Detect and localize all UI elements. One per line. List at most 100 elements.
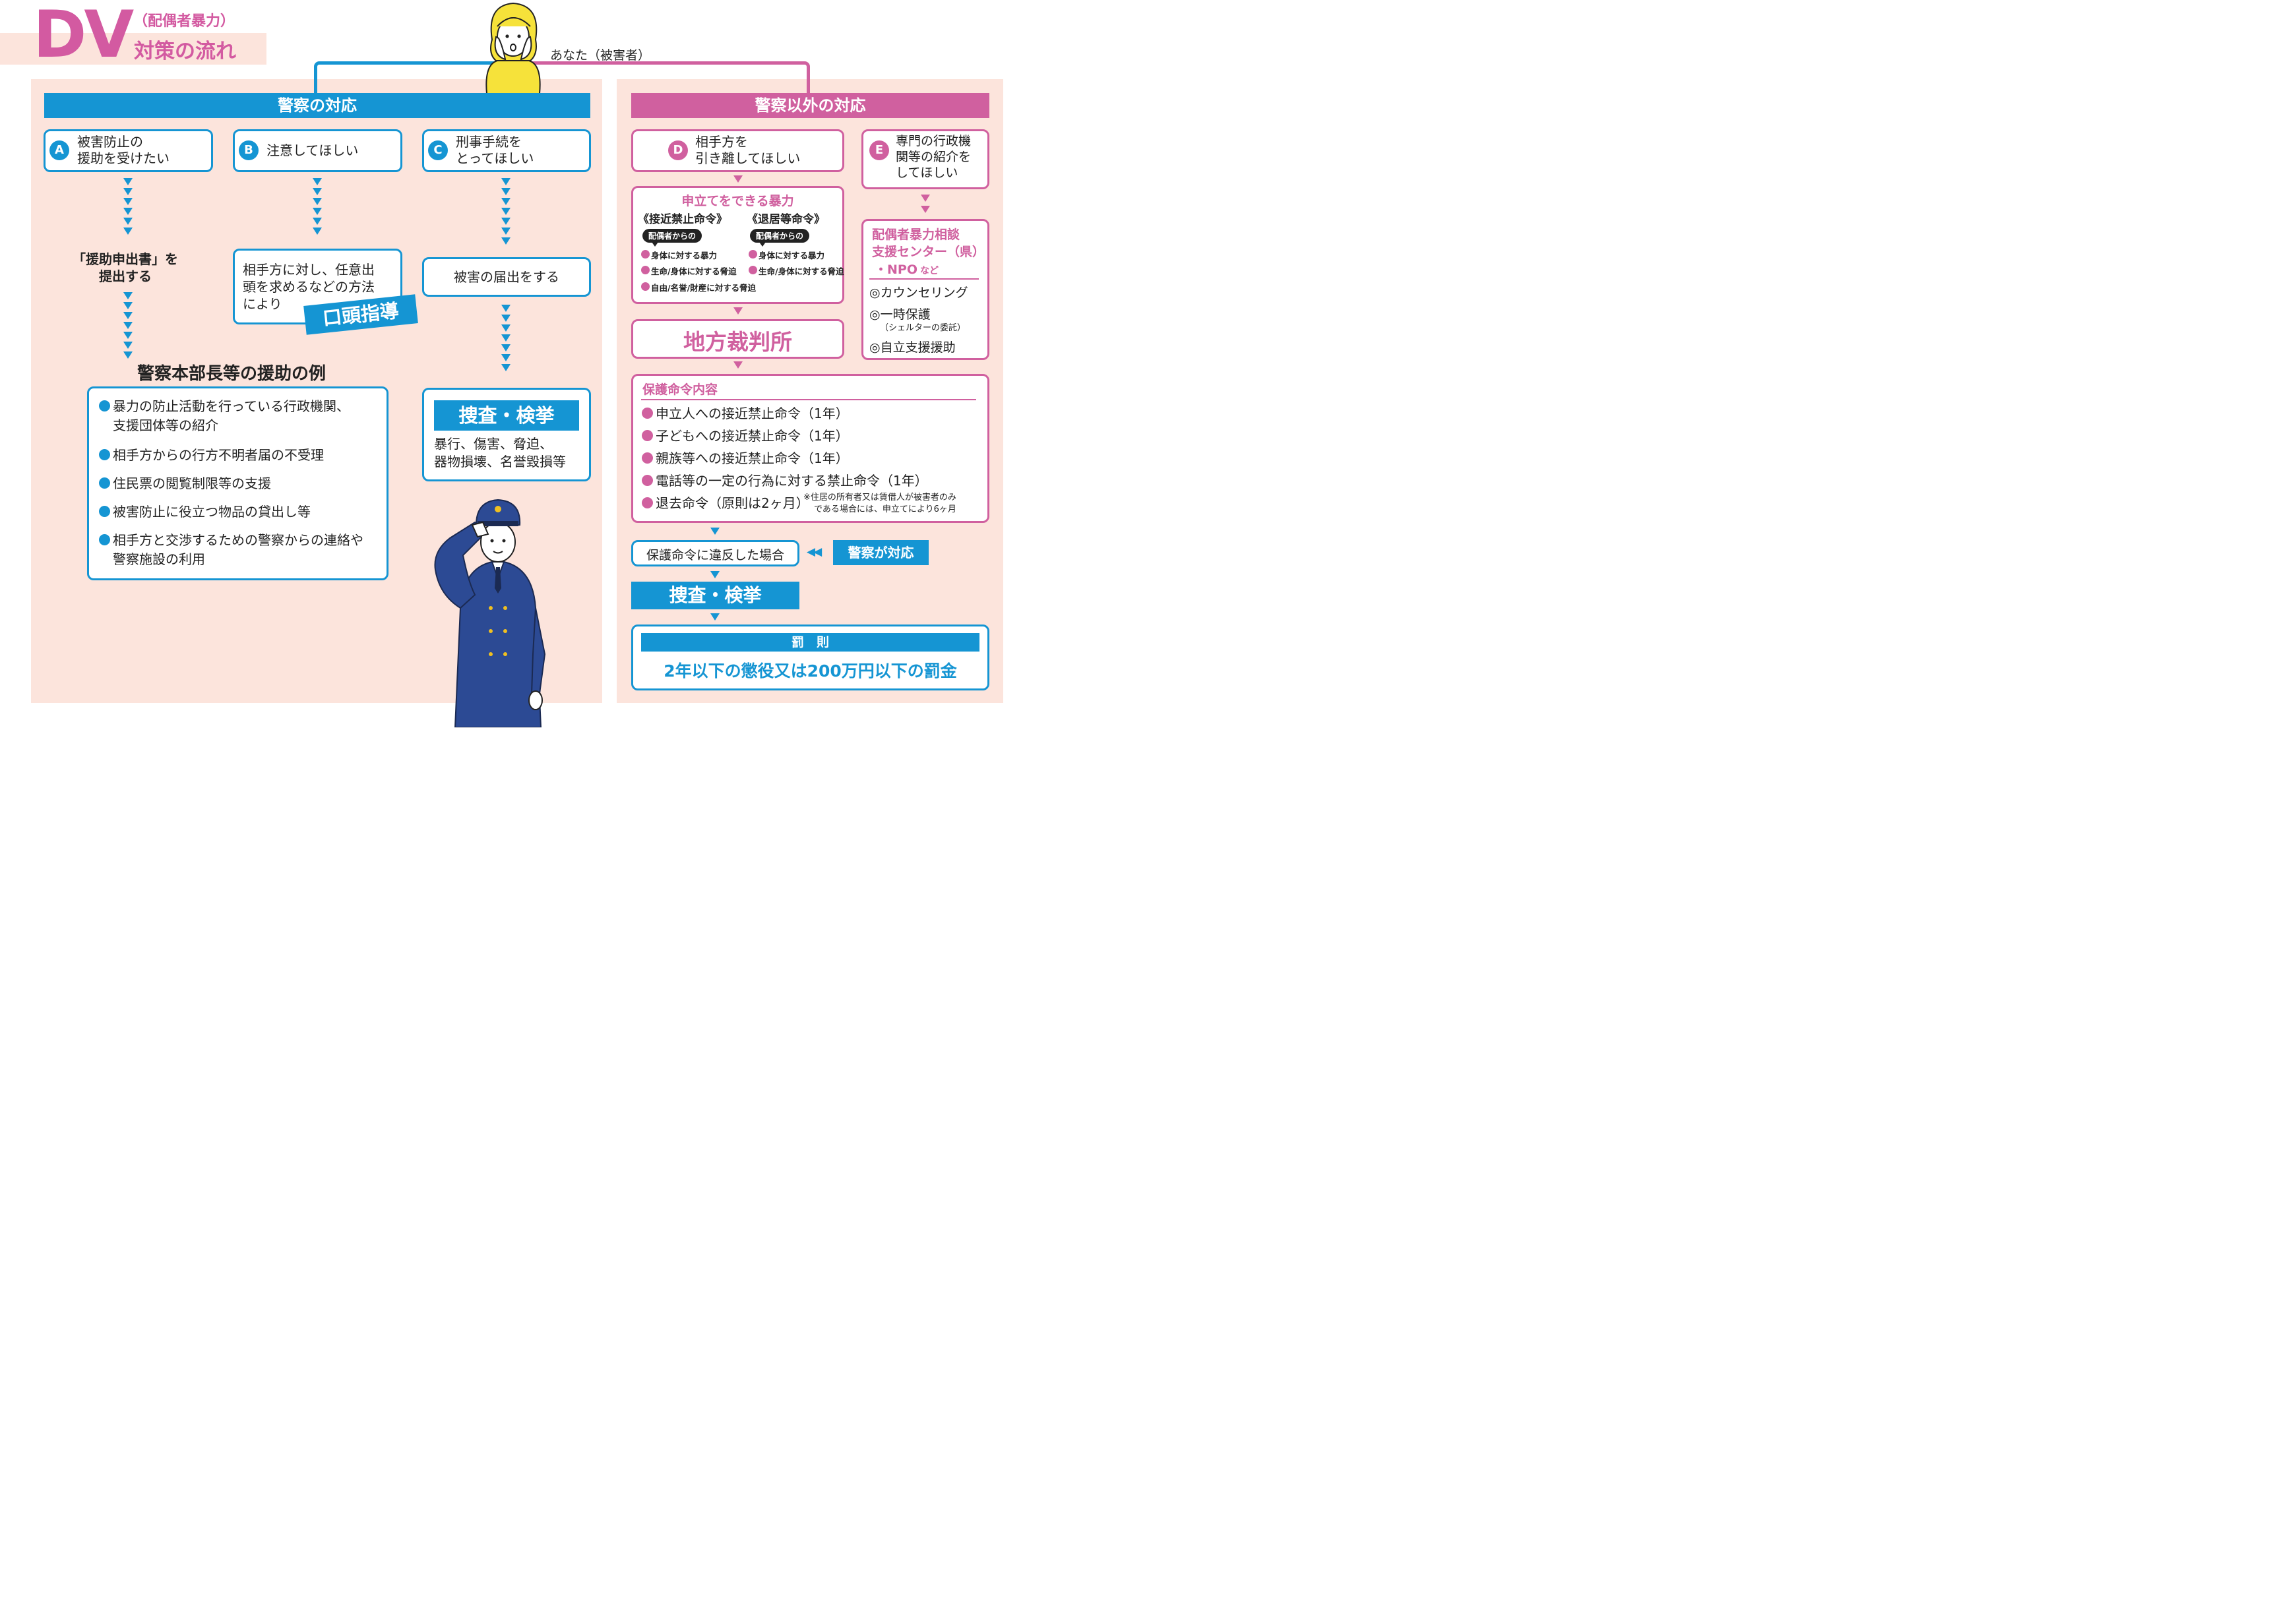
support-center-box	[861, 219, 989, 360]
down-arrow-icon	[501, 305, 511, 312]
badge-b: B	[239, 140, 259, 160]
option-d-box	[631, 129, 844, 172]
victim-label: あなた（被害者）	[550, 48, 651, 63]
down-arrow-icon	[123, 312, 133, 319]
down-arrow-icon	[313, 178, 322, 185]
approach-item-1: 身体に対する暴力	[641, 247, 717, 264]
arrow-e-center-2	[921, 206, 930, 213]
protect-item-5: 退去命令（原則は2ヶ月）	[642, 494, 809, 513]
badge-e: E	[869, 140, 889, 160]
violation-box	[631, 540, 799, 566]
victim-illustration	[485, 2, 541, 94]
protect-item-3: 親族等への接近禁止命令（1年）	[642, 449, 849, 468]
arrow-court-protect	[733, 361, 743, 369]
title-band	[0, 33, 266, 65]
down-arrow-icon	[123, 218, 133, 225]
down-arrow-icon	[501, 315, 511, 322]
c-step-box	[422, 257, 591, 297]
assist-item-5: 相手方と交渉するための警察からの連絡や 警察施設の利用	[99, 531, 363, 569]
connector-blue	[314, 61, 525, 94]
down-arrow-icon	[123, 292, 133, 299]
title-sub-flow: 対策の流れ	[134, 40, 236, 63]
badge-d: D	[668, 140, 688, 160]
support-item-2: ◎一時保護	[869, 307, 931, 322]
option-b-text: 注意してほしい	[266, 142, 359, 158]
down-arrow-icon	[501, 354, 511, 361]
residence-item-1: 身体に対する暴力	[749, 247, 824, 264]
title-dv: DV	[33, 0, 134, 73]
down-arrow-icon	[123, 342, 133, 349]
protect-item-1: 申立人への接近禁止命令（1年）	[642, 404, 849, 423]
support-item-1: ◎カウンセリング	[869, 286, 968, 300]
option-e-text: 専門の行政機 関等の紹介を してほしい	[896, 134, 972, 180]
residence-order-title: 《退居等命令》	[747, 213, 825, 226]
down-arrow-icon	[313, 198, 322, 205]
down-arrow-icon	[123, 208, 133, 215]
down-arrow-icon	[501, 188, 511, 195]
approach-from-spouse: 配偶者からの	[642, 229, 702, 247]
down-arrow-icon	[123, 302, 133, 309]
protect-note: ※住居の所有者又は賃借人が被害者のみ である場合には、申立てにより6ヶ月	[803, 493, 956, 514]
violence-box	[631, 186, 844, 304]
violation-text: 保護命令に違反した場合	[646, 548, 784, 563]
down-arrow-icon	[501, 208, 511, 215]
down-arrow-icon	[313, 188, 322, 195]
penalty-title: 罰 則	[641, 633, 979, 652]
option-a-text: 被害防止の 援助を受けたい	[77, 134, 170, 166]
arrow-e-center-1	[921, 195, 930, 202]
protect-rule	[641, 399, 976, 400]
shelter-note: （シェルターの委託）	[880, 323, 966, 333]
other-investigate-title: 捜査・検挙	[631, 582, 799, 609]
violence-title: 申立てをできる暴力	[681, 194, 794, 208]
down-arrow-icon	[123, 351, 133, 359]
b-step-text: 相手方に対し、任意出 頭を求めるなどの方法 により	[243, 262, 375, 312]
double-arrow-left: ◀◀	[807, 545, 822, 559]
down-arrow-icon	[501, 218, 511, 225]
down-arrow-icon	[501, 334, 511, 342]
penalty-text: 2年以下の懲役又は200万円以下の罰金	[664, 661, 957, 681]
option-a-box	[44, 129, 213, 172]
down-arrow-icon	[501, 237, 511, 245]
police-heading: 警察の対応	[44, 93, 590, 118]
court-text: 地方裁判所	[683, 329, 792, 355]
badge-c: C	[428, 140, 448, 160]
assist-item-3: 住民票の閲覧制限等の支援	[99, 474, 271, 493]
down-arrow-icon	[123, 332, 133, 339]
assist-item-2: 相手方からの行方不明者届の不受理	[99, 446, 324, 465]
protect-box	[631, 374, 989, 523]
a-step-text: 「援助申出書」を 提出する	[73, 251, 178, 284]
assist-item-1: 暴力の防止活動を行っている行政機関、 支援団体等の紹介	[99, 397, 350, 435]
protect-title: 保護命令内容	[642, 382, 718, 397]
residence-item-2: 生命/身体に対する脅迫	[749, 263, 844, 280]
down-arrow-icon	[501, 364, 511, 371]
down-arrow-icon	[123, 178, 133, 185]
arrow-protect-violation	[710, 528, 720, 535]
police-investigate-text: 暴行、傷害、脅迫、 器物損壊、名誉毀損等	[434, 436, 566, 470]
option-d-text: 相手方を 引き離してほしい	[695, 134, 801, 166]
down-arrow-icon	[313, 208, 322, 215]
down-arrow-icon	[501, 198, 511, 205]
dv-flowchart: DV （配偶者暴力） 対策の流れ あなた（被害者） 警察の対応 A 被害防止の …	[0, 0, 1022, 727]
protect-item-2: 子どもへの接近禁止命令（1年）	[642, 427, 849, 446]
down-arrow-icon	[123, 322, 133, 329]
court-box	[631, 319, 844, 359]
arrow-investigate-penalty	[710, 613, 720, 621]
protect-item-4: 電話等の一定の行為に対する禁止命令（1年）	[642, 472, 928, 491]
police-officer-illustration	[434, 499, 546, 727]
assist-item-4: 被害防止に役立つ物品の貸出し等	[99, 503, 311, 522]
assist-heading: 警察本部長等の援助の例	[137, 364, 326, 384]
approach-item-3: 自由/名誉/財産に対する脅迫	[641, 280, 756, 296]
support-item-3: ◎自立支援援助	[869, 340, 956, 355]
police-investigate-title: 捜査・検挙	[434, 400, 579, 431]
police-respond: 警察が対応	[833, 540, 929, 565]
down-arrow-icon	[501, 228, 511, 235]
title-sub-spousal: （配偶者暴力）	[133, 13, 235, 30]
badge-a: A	[49, 140, 69, 160]
support-center-rule	[869, 278, 979, 280]
assist-box	[87, 386, 388, 580]
approach-item-2: 生命/身体に対する脅迫	[641, 263, 737, 280]
support-center-title: 配偶者暴力相談 支援センター（県）	[872, 228, 985, 259]
down-arrow-icon	[123, 198, 133, 205]
arrow-violence-court	[733, 307, 743, 315]
